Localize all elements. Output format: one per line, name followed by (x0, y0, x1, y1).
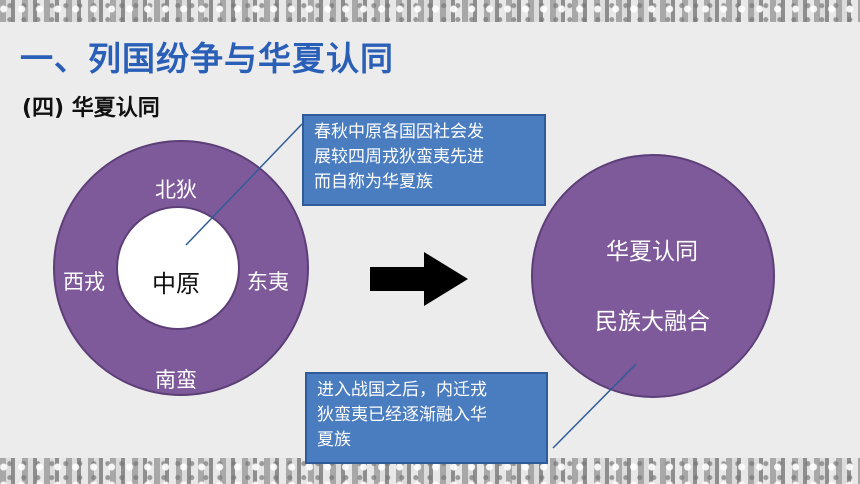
label-south: 南蛮 (155, 368, 197, 392)
callout-huaxia-origin: 春秋中原各国因社会发 展较四周戎狄蛮夷先进 而自称为华夏族 (302, 114, 546, 206)
decorative-border-top (0, 0, 860, 22)
callout-line: 而自称为华夏族 (314, 172, 433, 192)
slide-subtitle: (四) 华夏认同 (22, 96, 160, 121)
callout-line: 狄蛮夷已经逐渐融入华 (317, 405, 487, 425)
result-circle (531, 154, 775, 398)
label-center: 中原 (152, 270, 200, 298)
right-arrow-icon (370, 252, 468, 306)
result-label-fusion: 民族大融合 (595, 309, 710, 335)
label-north: 北狄 (155, 178, 197, 202)
callout-line: 展较四周戎狄蛮夷先进 (314, 147, 484, 167)
callout-line: 夏族 (317, 430, 351, 450)
callout-line: 春秋中原各国因社会发 (314, 122, 484, 142)
slide-title: 一、列国纷争与华夏认同 (20, 39, 394, 78)
result-label-identity: 华夏认同 (606, 239, 698, 265)
central-plain-circle (116, 206, 240, 330)
callout-warring-states: 进入战国之后，内迁戎 狄蛮夷已经逐渐融入华 夏族 (305, 372, 548, 464)
label-east: 东夷 (247, 270, 289, 294)
callout-line: 进入战国之后，内迁戎 (317, 380, 487, 400)
label-west: 西戎 (63, 270, 105, 294)
